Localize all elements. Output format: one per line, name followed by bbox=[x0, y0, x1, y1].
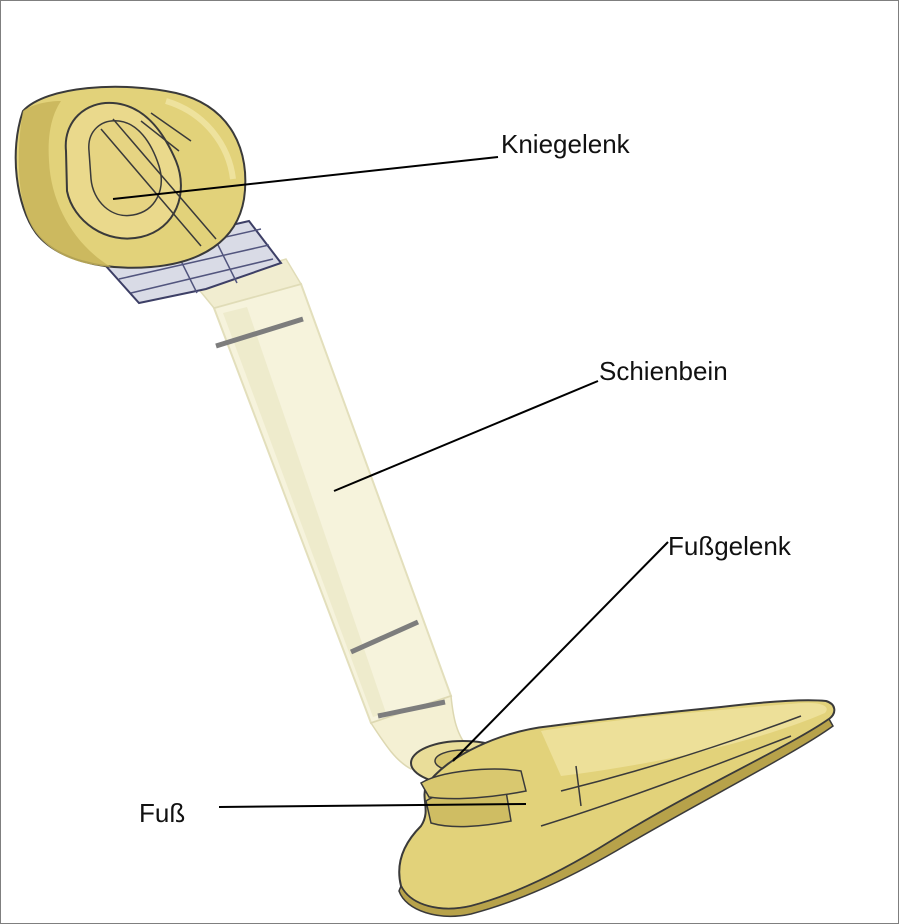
prosthetic-foot bbox=[399, 700, 834, 916]
label-ankle-joint: Fußgelenk bbox=[668, 533, 791, 559]
shin-tube bbox=[196, 259, 471, 769]
label-foot: Fuß bbox=[139, 800, 185, 826]
label-knee-joint: Kniegelenk bbox=[501, 131, 630, 157]
label-shin: Schienbein bbox=[599, 358, 728, 384]
leader-line-shin bbox=[334, 381, 598, 491]
